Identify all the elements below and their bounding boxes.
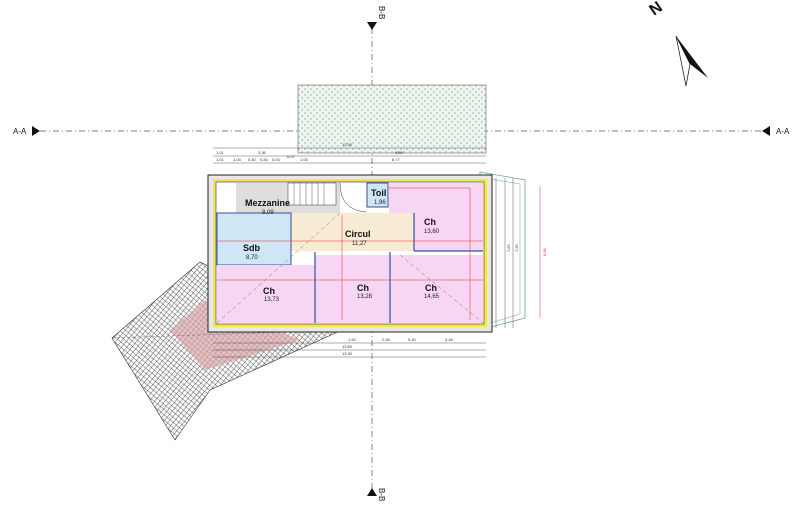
section-label-a-right: A-A xyxy=(776,127,790,136)
terrace xyxy=(297,84,487,154)
section-marker-b-top xyxy=(367,22,377,30)
dim-label: 9,55 xyxy=(395,150,404,155)
room-name: Ch xyxy=(263,286,275,296)
room-area: 8,09 xyxy=(262,210,274,216)
room-name: Ch xyxy=(424,217,436,227)
room-area: 11,27 xyxy=(352,241,367,247)
room-area: 13,28 xyxy=(357,294,373,300)
room-ch-middle xyxy=(315,255,390,323)
room-area: 14,65 xyxy=(424,294,440,300)
dim-label: 3,36 xyxy=(258,150,267,155)
dim-label: 2,06 xyxy=(382,337,391,342)
room-area: 8,70 xyxy=(246,255,258,261)
section-label-a-left: A-A xyxy=(13,127,27,136)
section-label-b-bottom: B-B xyxy=(377,488,386,501)
dim-label: 0,43 xyxy=(272,157,281,162)
dim-label: 0,40 xyxy=(248,157,257,162)
room-name: Ch xyxy=(425,283,437,293)
room-area: 13,60 xyxy=(424,229,440,235)
section-marker-a-left xyxy=(32,126,40,136)
room-sdb xyxy=(216,212,292,266)
dim-label: 1,01 xyxy=(216,150,225,155)
roof-ridge xyxy=(170,300,300,370)
room-area: 1,96 xyxy=(374,200,386,206)
dim-label: 1,03 xyxy=(233,157,242,162)
room-ch-west xyxy=(217,265,315,323)
room-name: Sdb xyxy=(243,243,261,253)
dim-label: 0,57 xyxy=(287,154,296,159)
room-name: Toil xyxy=(371,188,386,198)
room-circul xyxy=(290,213,414,251)
dim-label: 6,89 xyxy=(542,247,547,256)
room-toil xyxy=(366,182,389,208)
dim-label: 1,52 xyxy=(348,337,357,342)
dim-label: 3,48 xyxy=(445,337,454,342)
dim-label: 0,40 xyxy=(408,337,417,342)
dim-label: 13,90 xyxy=(342,351,353,356)
section-marker-b-bottom xyxy=(367,488,377,496)
room-area: 13,73 xyxy=(264,297,280,303)
dim-label: 0,84 xyxy=(260,157,269,162)
dim-label: 7,90 xyxy=(514,243,519,252)
dim-label: 13,80 xyxy=(342,344,353,349)
section-marker-a-right xyxy=(762,126,770,136)
room-name: Ch xyxy=(357,283,369,293)
dim-label: 7,82 xyxy=(506,243,511,252)
dim-label: 1,00 xyxy=(300,157,309,162)
dim-label: 13,90 xyxy=(342,142,353,147)
north-label: N xyxy=(647,0,666,19)
dim-label: 1,01 xyxy=(216,157,225,162)
section-label-b-top: B-B xyxy=(377,6,386,19)
room-ch-east xyxy=(390,255,483,323)
room-name: Mezzanine xyxy=(245,198,290,208)
north-arrow-icon xyxy=(675,35,708,87)
room-name: Circul xyxy=(345,229,371,239)
dim-label: 6,77 xyxy=(392,157,401,162)
